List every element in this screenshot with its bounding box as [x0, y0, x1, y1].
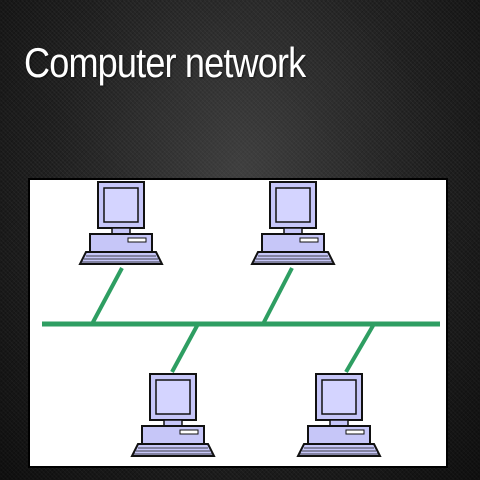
bus-topology-diagram [42, 181, 440, 457]
computer-icon [297, 373, 381, 457]
network-diagram [28, 178, 448, 468]
link-computer-3 [170, 323, 200, 373]
computer-icon [131, 373, 215, 457]
link-computer-1 [90, 267, 124, 325]
link-computer-2 [261, 267, 294, 325]
computer-icon [251, 181, 335, 265]
link-computer-4 [344, 322, 376, 374]
slide-title: Computer network [24, 39, 306, 86]
computer-icon [79, 181, 163, 265]
